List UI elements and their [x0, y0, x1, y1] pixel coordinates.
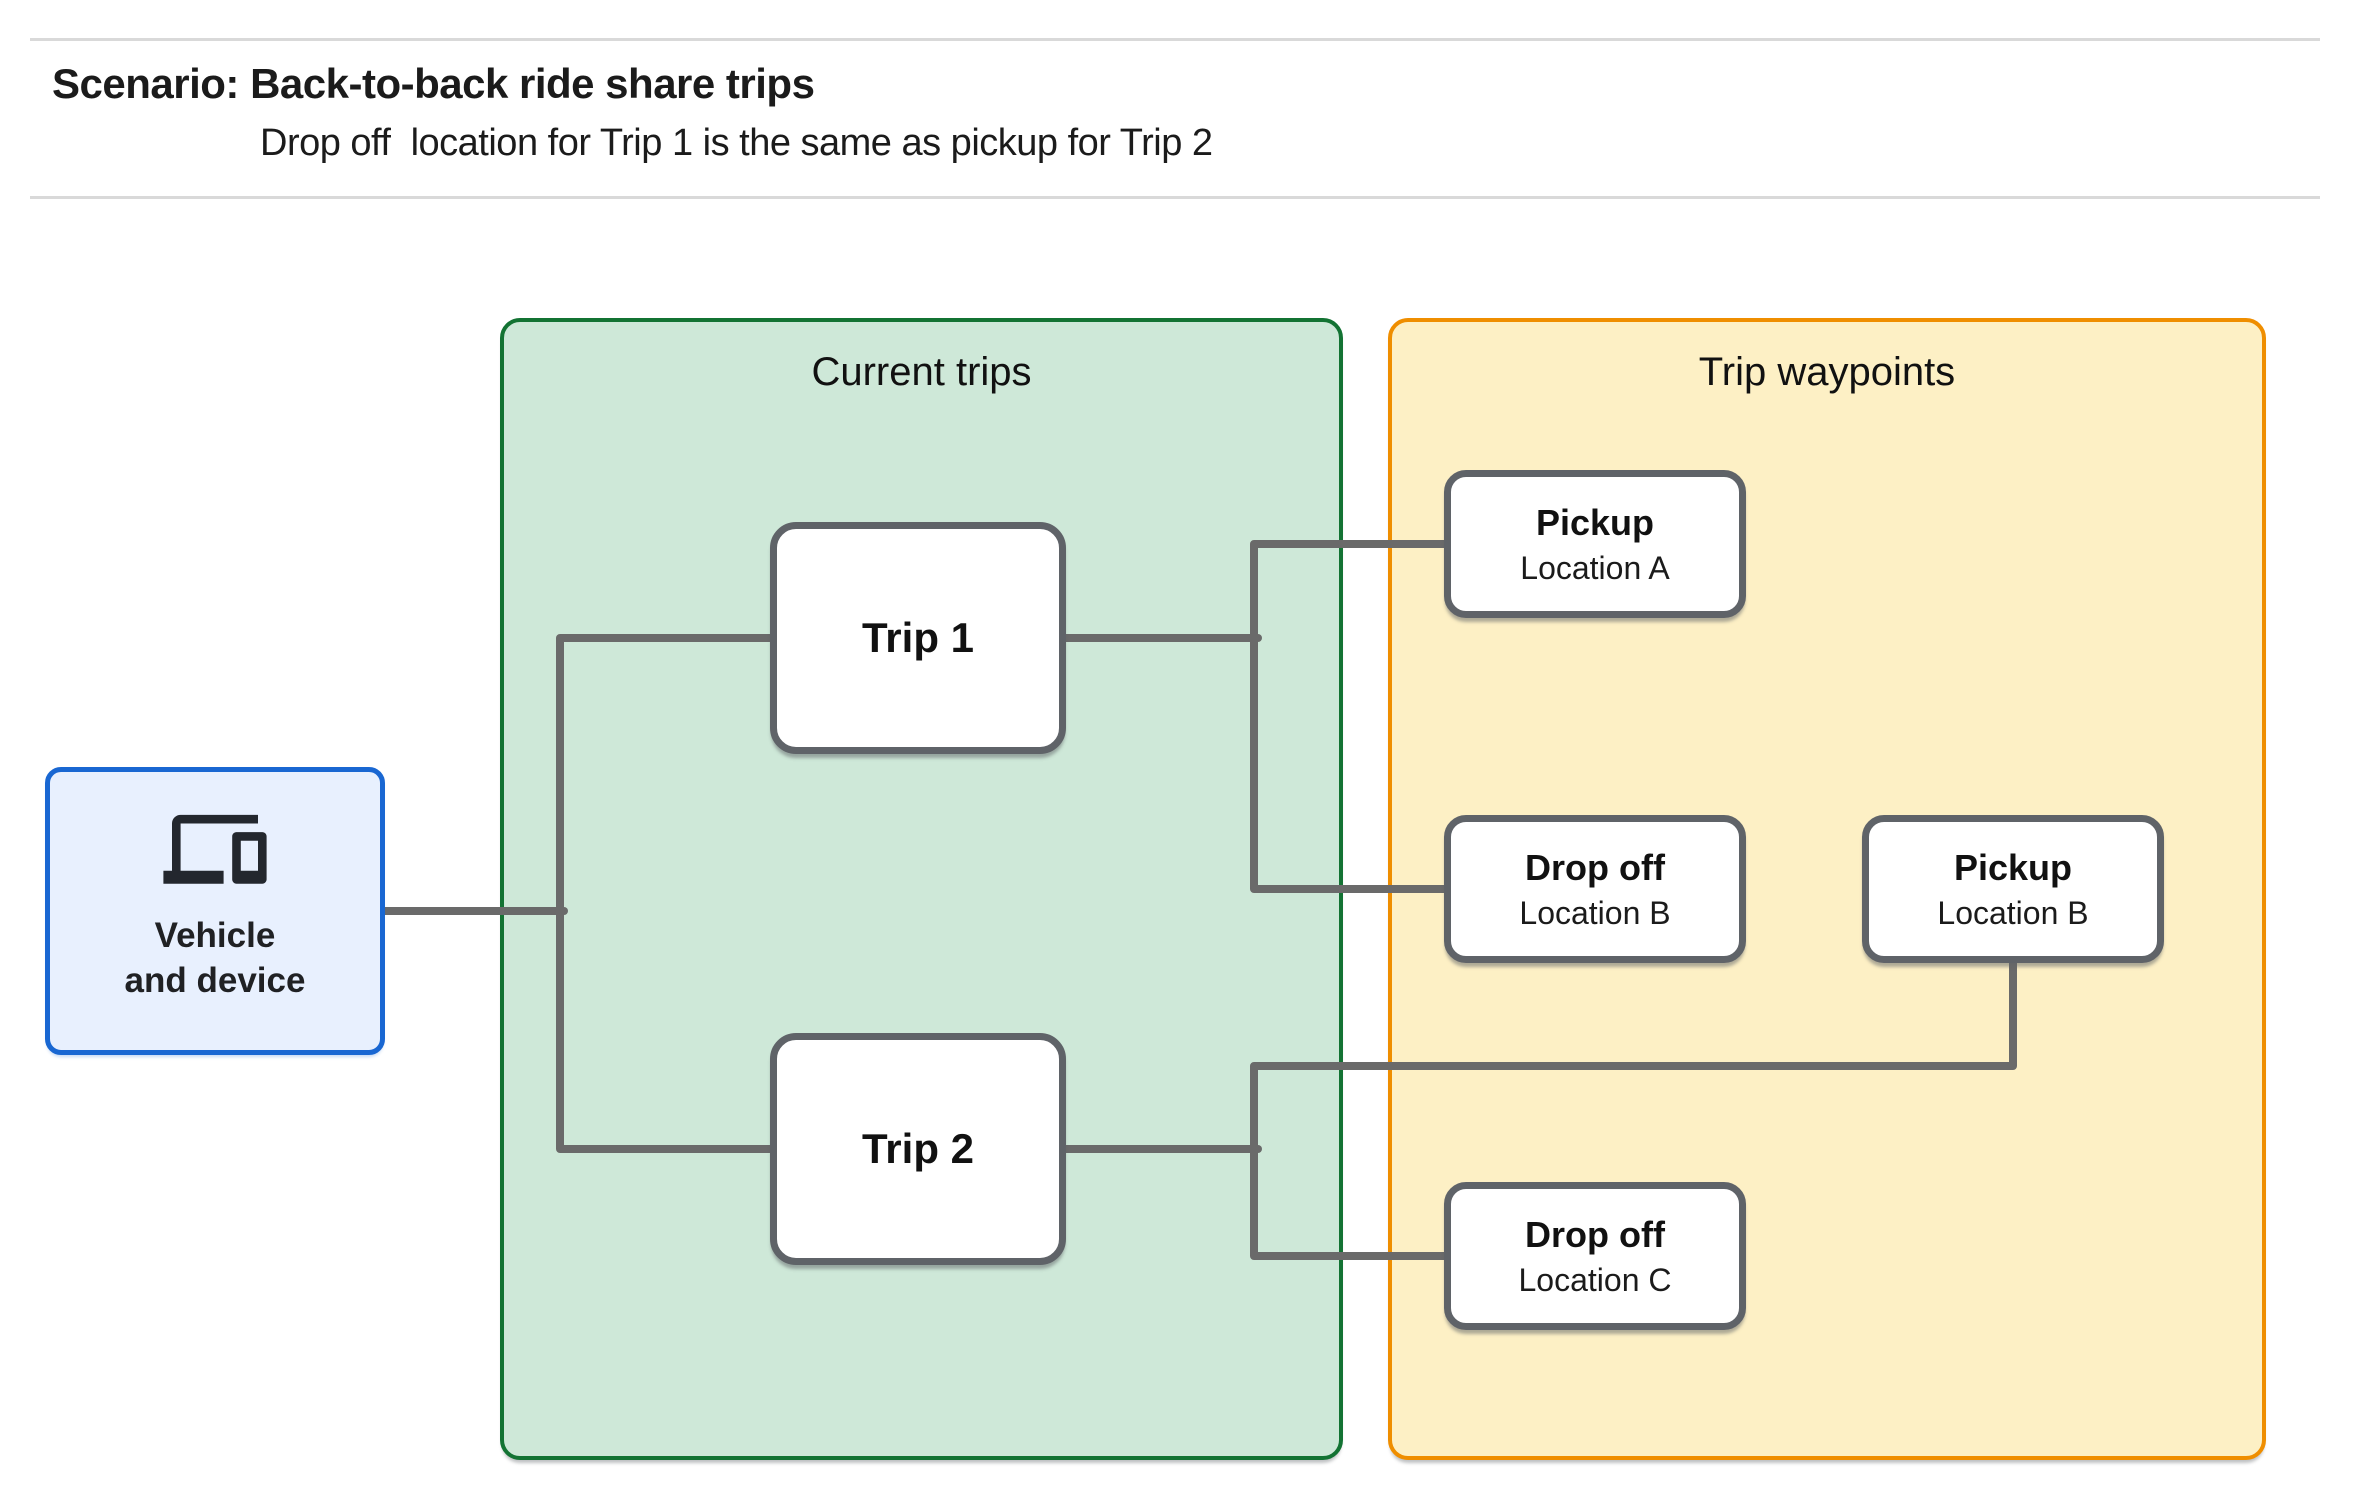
- waypoint-location: Location A: [1520, 549, 1670, 586]
- waypoint-pickup-location-a: Pickup Location A: [1444, 470, 1746, 618]
- current-trips-title: Current trips: [811, 350, 1032, 394]
- current-trips-panel: Current trips: [500, 318, 1343, 1460]
- waypoint-dropoff-location-c: Drop off Location C: [1444, 1182, 1746, 1330]
- waypoint-type: Pickup: [1953, 847, 2073, 889]
- trip-waypoints-title: Trip waypoints: [1698, 350, 1956, 394]
- waypoint-type: Drop off: [1525, 847, 1665, 889]
- header-divider: [30, 196, 2320, 199]
- trip-2-label: Trip 2: [861, 1125, 975, 1172]
- waypoint-location: Location B: [1937, 894, 2089, 931]
- waypoint-type: Pickup: [1535, 502, 1655, 544]
- connector-trunk-to-trips: [556, 634, 774, 1153]
- waypoint-pickup-location-b: Pickup Location B: [1862, 815, 2164, 963]
- waypoint-type: Drop off: [1525, 1214, 1665, 1256]
- connector-trip1-to-waypoints: [1250, 540, 1448, 893]
- trip-2-node: Trip 2: [770, 1033, 1066, 1265]
- vehicle-node-label: Vehicle and device: [124, 916, 306, 1000]
- waypoint-dropoff-location-b: Drop off Location B: [1444, 815, 1746, 963]
- top-divider: [30, 38, 2320, 41]
- vehicle-and-device-node: Vehicle and device: [45, 767, 385, 1055]
- trip-1-label: Trip 1: [861, 614, 975, 661]
- connector-trip2-to-waypoints: [1250, 955, 2017, 1260]
- page-subtitle: Drop off location for Trip 1 is the same…: [260, 122, 1213, 164]
- trip-1-node: Trip 1: [770, 522, 1066, 754]
- waypoint-location: Location C: [1518, 1261, 1672, 1298]
- page-title: Scenario: Back-to-back ride share trips: [52, 60, 815, 107]
- waypoint-location: Location B: [1519, 894, 1671, 931]
- devices-icon: [163, 814, 267, 884]
